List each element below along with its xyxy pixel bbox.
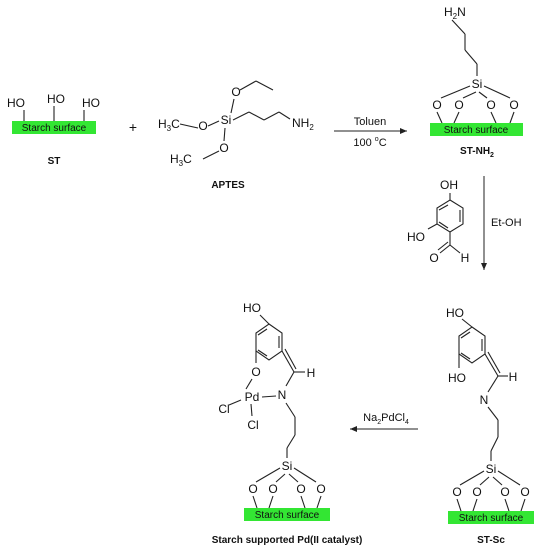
step3-arrow: Na2PdCl4: [350, 412, 418, 432]
silicon-atom: Si: [282, 459, 293, 473]
hydroxyl-label: HO: [7, 96, 25, 110]
oxygen-atom: O: [454, 98, 463, 112]
hydroxyl-label: HO: [446, 306, 464, 320]
step2-arrow: Et-OH: [481, 176, 522, 270]
chlorine-atom: Cl: [218, 402, 229, 416]
starch-surface-bar: [430, 123, 523, 136]
silicon-atom: Si: [221, 113, 232, 127]
methyl-group: H3C: [158, 117, 180, 133]
st-nh2-label: ST-NH2: [460, 146, 494, 159]
amine-group: NH2: [292, 116, 314, 132]
oxygen-atom: O: [452, 485, 461, 499]
oxygen-atom: O: [500, 485, 509, 499]
palladium-atom: Pd: [245, 390, 260, 404]
plus-sign: +: [129, 119, 137, 135]
hydrogen-atom: H: [461, 251, 470, 265]
oxygen-atom: O: [198, 119, 207, 133]
oxygen-atom: O: [472, 485, 481, 499]
reagent-label: Na2PdCl4: [363, 412, 409, 426]
oxygen-atom: O: [231, 85, 240, 99]
solvent-label: Toluen: [354, 116, 386, 128]
pd-catalyst-structure: HO O H N Pd Cl Cl Si O O O O: [212, 301, 363, 546]
starch-surface-label: Starch surface: [444, 125, 509, 136]
oxygen-atom: O: [486, 98, 495, 112]
oxygen-atom: O: [219, 141, 228, 155]
st-nh2-structure: H2N Si O O O O Starch surface ST-NH2: [430, 5, 523, 159]
st-sc-label: ST-Sc: [477, 535, 505, 546]
oxygen-atom: O: [251, 365, 260, 379]
hydroxyl-label: HO: [407, 230, 425, 244]
hydroxyl-label: HO: [47, 92, 65, 106]
oxygen-atom: O: [296, 482, 305, 496]
catalyst-label: Starch supported Pd(II catalyst): [212, 535, 363, 546]
starch-surface-bar: [448, 511, 534, 524]
hydrogen-atom: H: [509, 370, 518, 384]
silicon-atom: Si: [472, 77, 483, 91]
oxygen-atom: O: [316, 482, 325, 496]
oxygen-atom: O: [509, 98, 518, 112]
hydrogen-atom: H: [307, 366, 316, 380]
st-label: ST: [48, 156, 61, 167]
nitrogen-atom: N: [278, 388, 287, 402]
starch-surface-bar: [12, 121, 96, 134]
amine-group: H2N: [444, 5, 466, 21]
starch-surface-bar: [244, 508, 330, 521]
temperature-label: 100 oC: [353, 136, 386, 149]
solvent-label: Et-OH: [491, 217, 522, 229]
oxygen-atom: O: [429, 251, 438, 265]
starch-surface-label: Starch surface: [255, 510, 320, 521]
aptes-structure: O Si O H3C O H3C NH2 APTES: [158, 80, 314, 191]
aldehyde-structure: OH HO O H: [407, 178, 469, 265]
st-sc-structure: HO HO H N Si O O O O Starch surface ST-S…: [446, 306, 534, 546]
hydroxyl-label: HO: [82, 96, 100, 110]
oxygen-atom: O: [432, 98, 441, 112]
chlorine-atom: Cl: [247, 418, 258, 432]
step1-arrow: Toluen 100 oC: [334, 116, 407, 149]
st-structure: Starch surface HO HO HO ST: [7, 92, 100, 167]
nitrogen-atom: N: [480, 393, 489, 407]
aptes-label: APTES: [211, 180, 245, 191]
methyl-group: H3C: [170, 152, 192, 168]
oxygen-atom: O: [248, 482, 257, 496]
oxygen-atom: O: [520, 485, 529, 499]
oxygen-atom: O: [268, 482, 277, 496]
silicon-atom: Si: [486, 462, 497, 476]
hydroxyl-label: OH: [440, 178, 458, 192]
starch-surface-label: Starch surface: [459, 513, 524, 524]
starch-surface-label: Starch surface: [22, 123, 87, 134]
hydroxyl-label: HO: [243, 301, 261, 315]
hydroxyl-label: HO: [448, 371, 466, 385]
